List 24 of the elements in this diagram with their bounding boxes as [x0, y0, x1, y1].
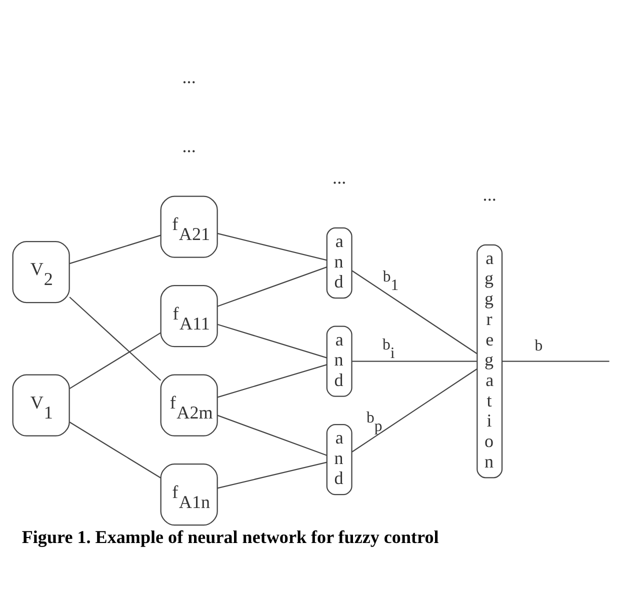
label: ... — [182, 67, 196, 88]
label: ... — [182, 136, 196, 156]
connector — [217, 266, 327, 307]
connector — [352, 270, 478, 354]
node-box: and — [326, 326, 352, 397]
connector — [217, 232, 327, 261]
connector — [352, 360, 477, 362]
node-box: and — [326, 424, 352, 496]
connector — [69, 296, 162, 381]
connector — [69, 234, 161, 264]
connector — [217, 414, 327, 456]
label: ... — [482, 184, 496, 205]
connector — [502, 360, 610, 362]
caption: Figure 1. Example of neural network for fuzzy control — [22, 526, 439, 547]
connector — [352, 368, 478, 452]
edge-label: b — [534, 338, 543, 355]
connector — [69, 422, 161, 478]
connector — [69, 332, 161, 390]
connector — [217, 324, 327, 358]
label: ... — [332, 168, 346, 188]
connector — [217, 462, 327, 489]
node-box: aggregation — [476, 244, 503, 478]
node-box: and — [326, 227, 352, 299]
connector — [217, 364, 327, 398]
